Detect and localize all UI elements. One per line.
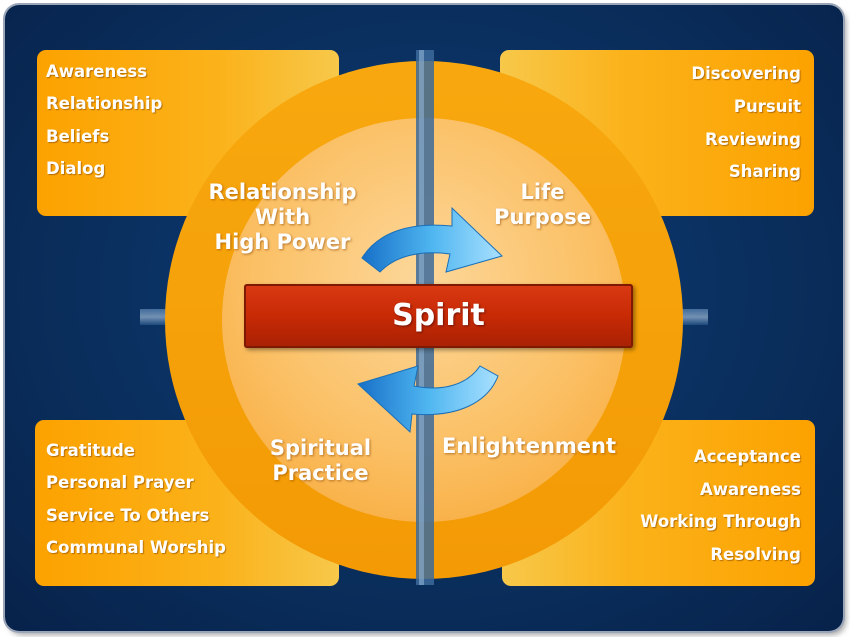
title-line: Relationship [208,180,357,204]
cycle-arrow-top-icon [361,206,503,273]
list-item: Gratitude [46,441,135,460]
list-item: Communal Worship [46,538,226,557]
list-item: Awareness [699,480,801,499]
list-item: Dialog [46,159,106,178]
title-line: Life [520,180,565,204]
list-item: Sharing [728,162,801,181]
quadrant-title-enlightenment: Enlightenment [440,434,618,459]
cycle-arrow-bottom-icon [357,365,499,434]
title-line: Spiritual [269,436,372,460]
title-line: With [254,205,311,229]
list-item: Reviewing [705,130,801,149]
list-item: Beliefs [46,127,110,146]
list-item: Acceptance [693,447,801,466]
list-item: Resolving [710,545,801,564]
quadrant-title-spiritual-practice: Spiritual Practice [258,436,383,486]
list-item: Working Through [640,512,801,531]
list-item: Personal Prayer [46,473,194,492]
title-line: Enlightenment [441,434,617,458]
list-item: Pursuit [733,97,801,116]
title-line: Practice [272,461,369,485]
title-line: High Power [214,230,351,254]
list-item: Awareness [46,62,148,81]
quadrant-title-relationship: Relationship With High Power [200,180,365,255]
quadrant-title-life-purpose: Life Purpose [480,180,605,230]
list-item: Service To Others [46,506,210,525]
list-item: Discovering [691,64,801,83]
spirit-label: Spirit [392,298,485,333]
list-item: Relationship [46,94,163,113]
spirit-center-bar: Spirit [244,284,633,348]
title-line: Purpose [494,205,591,229]
